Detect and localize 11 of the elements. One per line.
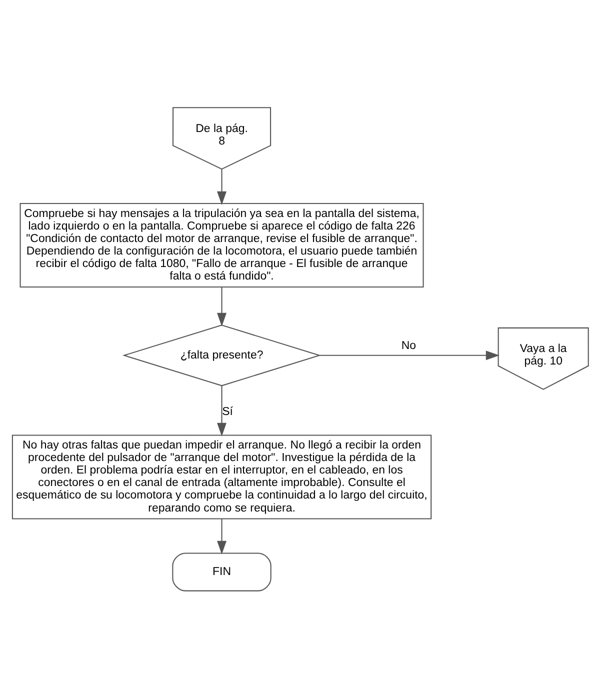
edge-label: No bbox=[401, 340, 416, 352]
arrow bbox=[217, 169, 227, 205]
node-box: Compruebe si hay mensajes a la tripulación ya sea en la pantalla del sistema, lado izquierdo o en la pantalla. Compruebe si aparece el código de falta 226 "Condición de contacto del motor de arranque, revise el fusible de arranque". Dependiendo de la configuración de la locomotora, el usuario puede también recibir el código de falta 1080, "Fallo de arranque - El fusible de arranque falta o está fundido". bbox=[20, 202, 424, 288]
arrow bbox=[217, 386, 227, 436]
arrow bbox=[217, 518, 227, 554]
arrow bbox=[320, 350, 500, 360]
edge-label: Sí bbox=[222, 406, 233, 418]
node-box: FIN bbox=[172, 552, 272, 592]
arrow bbox=[217, 287, 227, 326]
node-diamond: ¿falta presente? bbox=[122, 324, 322, 386]
node-box: No hay otras faltas que puedan impedir el arranque. No llegó a recibir la orden procedente del pulsador de "arranque del motor". Investigue la pérdida de la orden. El problema podría estar en el interruptor, en el cableado, en los conectores o en el canal de entrada (altamente improbable). Consulte el esquemático de su locomotora y compruebe la continuidad a lo largo del circuito, reparando como se requiera. bbox=[12, 434, 432, 520]
